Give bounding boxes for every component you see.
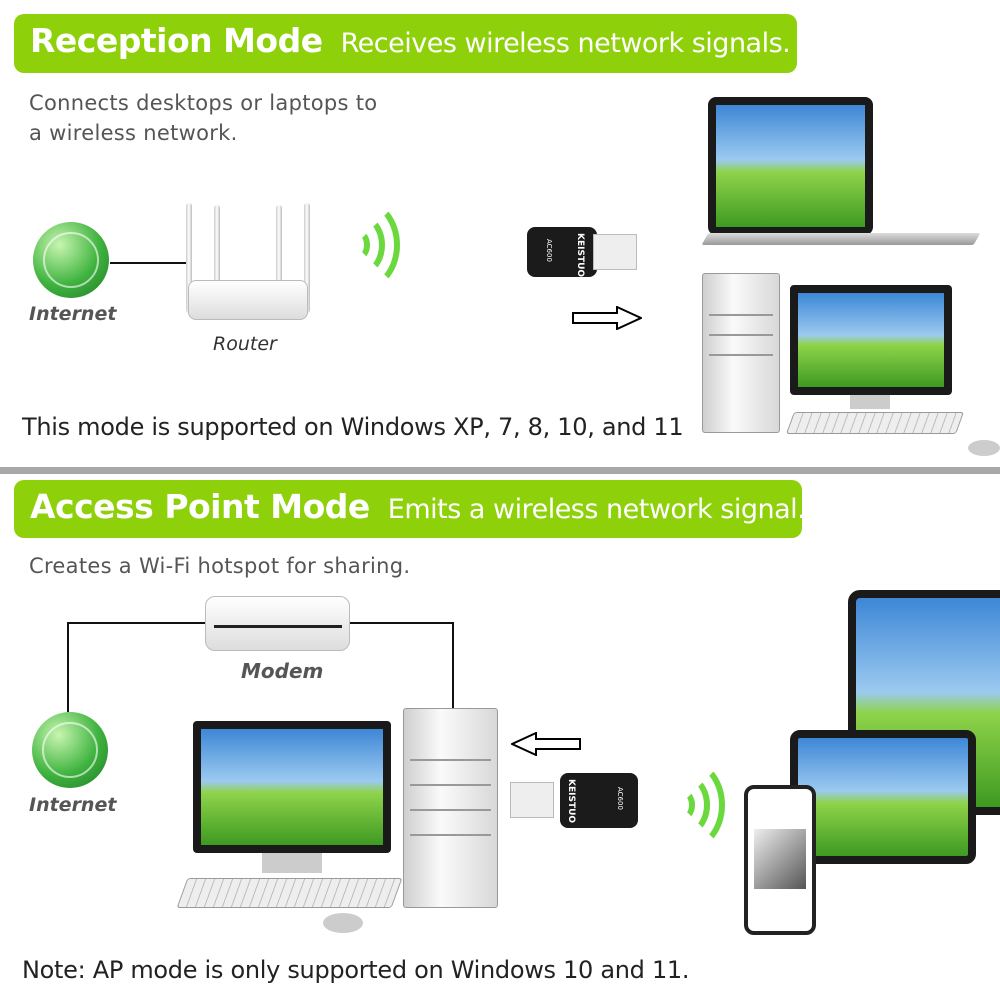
section-divider: [0, 467, 1000, 474]
cable-line: [452, 622, 454, 710]
internet-label: Internet: [29, 303, 117, 325]
cable-line: [67, 622, 69, 712]
tablet-icon: [790, 730, 976, 864]
internet-globe-icon: [33, 222, 109, 298]
internet-label: Internet: [29, 794, 117, 816]
internet-globe-icon: [32, 712, 108, 788]
ap-support-note: Note: AP mode is only supported on Windo…: [22, 956, 690, 984]
adapter-model: AC600: [545, 239, 553, 262]
reception-description: Connects desktops or laptops to a wirele…: [29, 88, 377, 148]
ap-description: Creates a Wi-Fi hotspot for sharing.: [29, 554, 411, 578]
usb-adapter-icon: KEISTUO AC600: [527, 227, 637, 278]
arrow-right-icon: [572, 306, 642, 330]
modem-icon: [205, 596, 350, 651]
adapter-brand: KEISTUO: [575, 233, 585, 278]
ap-mode-banner: Access Point Mode Emits a wireless netwo…: [14, 480, 806, 538]
adapter-model: AC600: [616, 787, 624, 810]
cable-line: [67, 622, 207, 624]
reception-mode-banner: Reception Mode Receives wireless network…: [14, 14, 797, 73]
router-label: Router: [213, 333, 277, 355]
smartphone-icon: [744, 785, 816, 935]
usb-adapter-icon: KEISTUO AC600: [510, 773, 638, 828]
desktop-tower-icon: [403, 708, 498, 908]
adapter-brand: KEISTUO: [566, 779, 576, 824]
cable-line: [347, 622, 453, 624]
reception-mode-title: Reception Mode: [30, 21, 323, 60]
reception-support-note: This mode is supported on Windows XP, 7,…: [22, 413, 684, 441]
ap-mode-title: Access Point Mode: [30, 487, 370, 526]
desc-line: Connects desktops or laptops to: [29, 91, 378, 115]
desc-line: a wireless network.: [29, 121, 238, 145]
modem-label: Modem: [241, 659, 324, 683]
cable-line: [110, 262, 186, 264]
reception-mode-subtitle: Receives wireless network signals.: [340, 28, 791, 59]
ap-mode-subtitle: Emits a wireless network signal.: [387, 494, 806, 525]
arrow-left-icon: [511, 732, 581, 756]
